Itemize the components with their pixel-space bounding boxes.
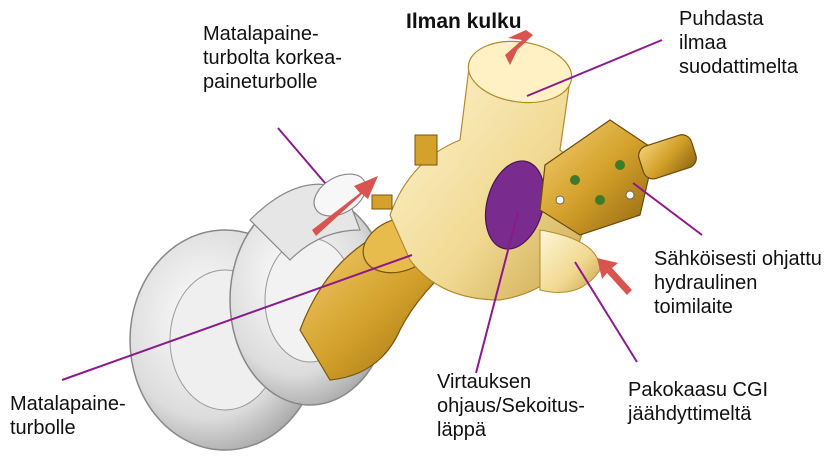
label-line: Pakokaasu CGI [628,378,768,402]
label-line: Matalapaine- [203,22,342,46]
label-line: paineturbolle [203,70,342,94]
label-line: jäähdyttimeltä [628,402,768,426]
leader-low-to-high [278,128,325,183]
label-mixing-valve: Virtauksen ohjaus/Sekoitus- läppä [437,370,585,442]
label-low-pressure-turbo: Matalapaine- turbolle [10,392,126,440]
label-line: läppä [437,418,585,442]
label-line: toimilaite [654,295,822,319]
label-line: Sähköisesti ohjattu [654,247,822,271]
label-clean-air: Puhdasta ilmaa suodattimelta [679,7,798,79]
label-low-to-high-turbo: Matalapaine- turbolta korkea- paineturbo… [203,22,342,94]
label-line: suodattimelta [679,55,798,79]
label-line: ohjaus/Sekoitus- [437,394,585,418]
label-line: Virtauksen [437,370,585,394]
leader-exhaust [575,262,637,362]
label-actuator: Sähköisesti ohjattu hydraulinen toimilai… [654,247,822,319]
hydraulic-actuator [540,120,699,235]
leader-actuator [633,183,702,235]
label-line: ilmaa [679,31,798,55]
label-line: Puhdasta [679,7,798,31]
label-line: hydraulinen [654,271,822,295]
label-line: turbolta korkea- [203,46,342,70]
diagram-title: Ilman kulku [406,10,522,34]
label-exhaust-cgi: Pakokaasu CGI jäähdyttimeltä [628,378,768,426]
label-line: Matalapaine- [10,392,126,416]
label-line: turbolle [10,416,126,440]
exhaust-inlet-arrow [597,258,632,295]
